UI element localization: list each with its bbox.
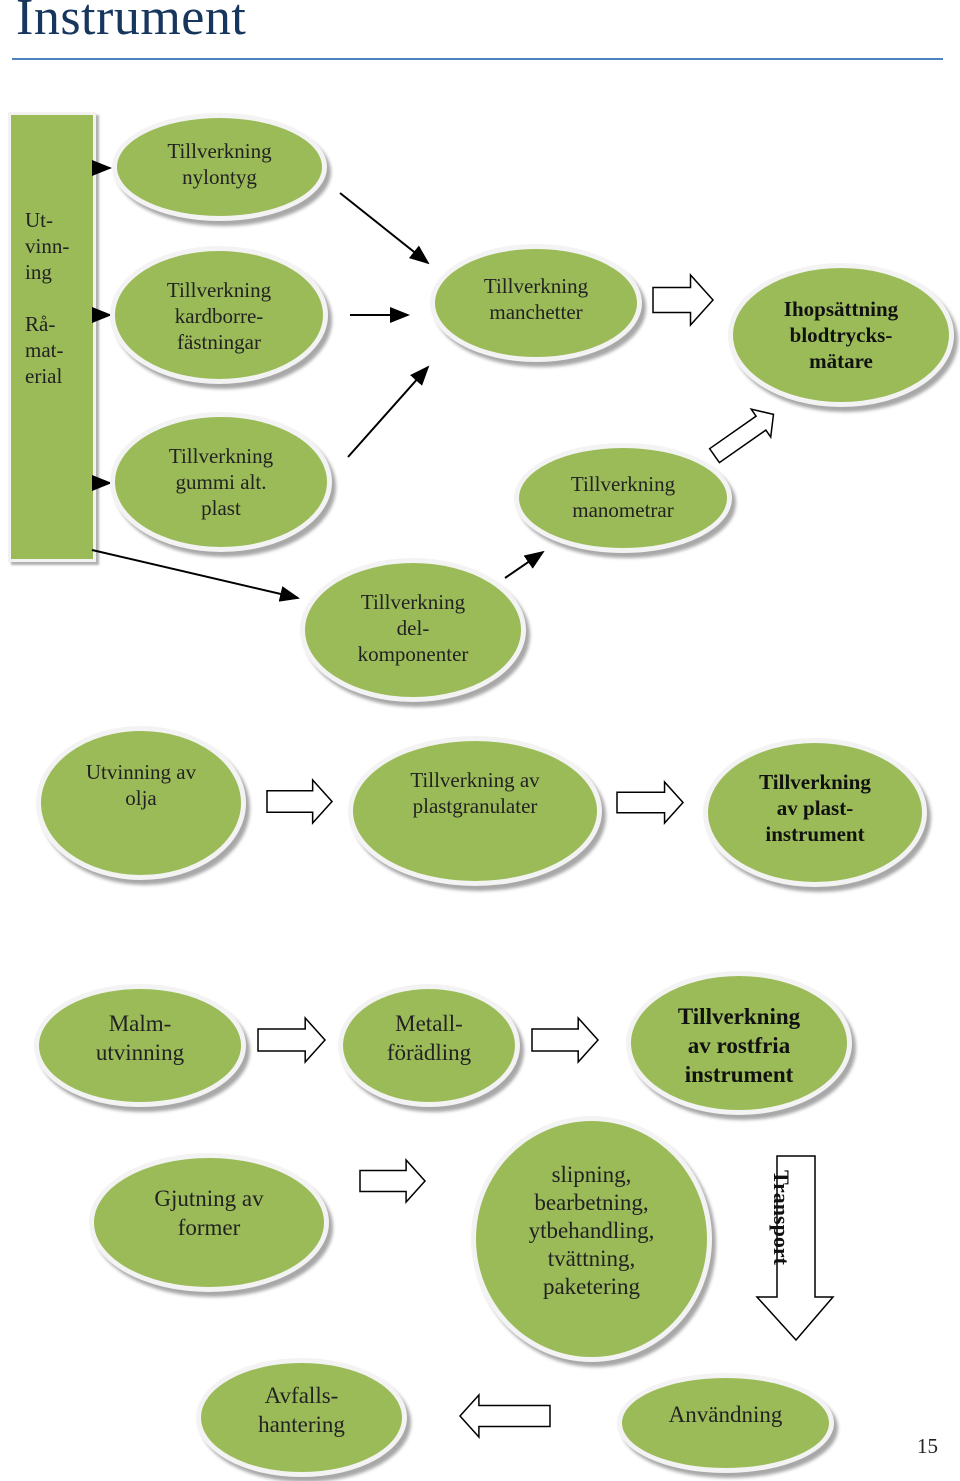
node-delkomponenter: Tillverkning del- komponenter xyxy=(300,558,526,702)
node-slipning: slipning, bearbetning, ytbehandling, tvä… xyxy=(471,1116,712,1362)
node-gjutning: Gjutning av former xyxy=(89,1153,329,1292)
node-label: Tillverkning manchetter xyxy=(483,274,589,324)
node-label: Tillverkning av plastgranulater xyxy=(410,768,540,818)
node-label: Gjutning av former xyxy=(154,1186,264,1240)
node-olja: Utvinning av olja xyxy=(36,726,246,880)
node-plastinstrument: Tillverkning av plast- instrument xyxy=(703,738,927,887)
node-label: Tillverkning av rostfria instrument xyxy=(677,1004,801,1087)
block-arrow xyxy=(708,408,775,464)
page-title: Instrument xyxy=(16,0,247,46)
raw-material-box: Ut- vinn- ing Rå- mat- erial xyxy=(8,112,96,562)
transport-arrow xyxy=(755,1155,835,1342)
node-nylontyg: Tillverkning nylontyg xyxy=(112,113,327,221)
node-label: Användning xyxy=(668,1402,783,1427)
block-arrow xyxy=(266,778,334,825)
block-arrow xyxy=(458,1393,551,1439)
page-number: 15 xyxy=(917,1434,938,1458)
block-arrow xyxy=(359,1158,427,1204)
node-manometrar: Tillverkning manometrar xyxy=(514,443,732,553)
node-ihopsattning: Ihopsättning blodtrycks- mätare xyxy=(728,263,954,407)
node-avfall: Avfalls- hantering xyxy=(196,1358,407,1477)
node-label: Tillverkning nylontyg xyxy=(167,139,272,189)
node-label: Tillverkning av plast- instrument xyxy=(759,770,871,846)
transport-label: Transport xyxy=(769,1170,794,1265)
node-label: Tillverkning gummi alt. plast xyxy=(168,444,274,520)
raw-material-label-1: Ut- vinn- ing xyxy=(25,208,70,284)
node-label: Tillverkning del- komponenter xyxy=(357,590,469,666)
node-plastgranulater: Tillverkning av plastgranulater xyxy=(348,736,602,886)
node-label: Tillverkning kardborre- fästningar xyxy=(166,278,272,354)
node-label: slipning, bearbetning, ytbehandling, tvä… xyxy=(528,1162,655,1299)
node-metall: Metall- förädling xyxy=(338,984,520,1107)
block-arrow xyxy=(531,1016,600,1064)
node-label: Utvinning av olja xyxy=(85,760,197,810)
node-label: Ihopsättning blodtrycks- mätare xyxy=(783,297,899,373)
connector-arrow xyxy=(91,549,300,602)
raw-material-label-2: Rå- mat- erial xyxy=(25,312,64,388)
node-label: Avfalls- hantering xyxy=(258,1383,345,1437)
node-gummi: Tillverkning gummi alt. plast xyxy=(110,412,332,552)
block-arrow xyxy=(257,1016,327,1064)
block-arrow xyxy=(652,273,715,327)
node-malm: Malm- utvinning xyxy=(34,984,246,1107)
node-label: Malm- utvinning xyxy=(95,1011,185,1065)
title-rule xyxy=(12,58,943,60)
node-manchetter: Tillverkning manchetter xyxy=(430,244,642,362)
node-label: Metall- förädling xyxy=(386,1011,472,1065)
connector-arrow xyxy=(347,365,430,458)
node-rostfria: Tillverkning av rostfria instrument xyxy=(626,971,852,1115)
node-anvandning: Användning xyxy=(617,1373,834,1473)
connector-arrow xyxy=(339,192,430,265)
node-kardborre: Tillverkning kardborre- fästningar xyxy=(110,246,328,384)
connector-arrow xyxy=(504,550,545,579)
node-label: Tillverkning manometrar xyxy=(570,472,676,522)
block-arrow xyxy=(616,780,685,825)
